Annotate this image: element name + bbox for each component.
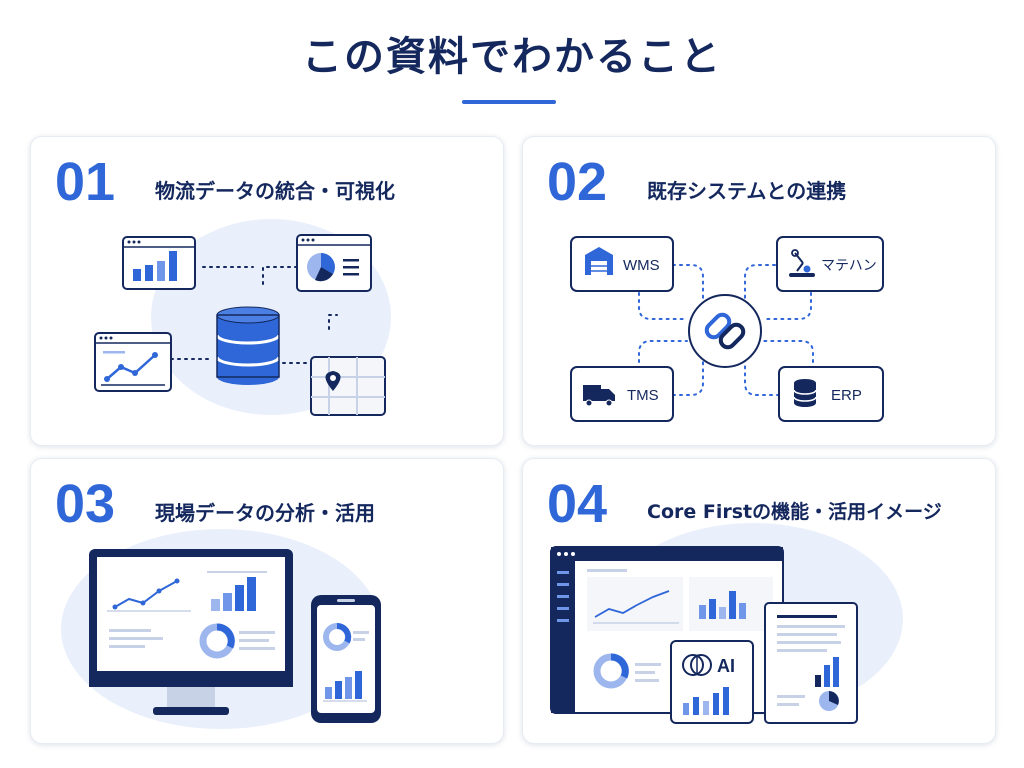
- node-material-handling: マテハン: [776, 236, 884, 292]
- system-integration-illustration: WMS マテハン TMS: [570, 236, 884, 422]
- node-label: ERP: [831, 387, 862, 404]
- card-title: Core Firstの機能・活用イメージ: [647, 501, 942, 523]
- report-document-icon: [764, 602, 858, 724]
- node-label: TMS: [627, 387, 659, 404]
- map-location-icon: [310, 356, 386, 416]
- node-label: WMS: [623, 257, 660, 274]
- database-icon: [215, 306, 281, 385]
- card-title: 既存システムとの連携: [647, 179, 847, 203]
- card-core-first-features: 04 Core Firstの機能・活用イメージ: [522, 458, 996, 744]
- line-chart-window-icon: [94, 332, 172, 392]
- node-erp: ERP: [778, 366, 884, 422]
- pie-chart-window-icon: [296, 234, 372, 292]
- core-first-illustration: AI: [550, 523, 903, 724]
- ai-label: AI: [717, 656, 735, 676]
- card-title: 現場データの分析・活用: [155, 501, 375, 525]
- analysis-illustration: [61, 529, 381, 729]
- card-system-integration: 02 既存システムとの連携: [522, 136, 996, 446]
- card-number: 01: [55, 152, 116, 212]
- card-number: 04: [547, 474, 608, 534]
- smartphone-dashboard-icon: [311, 595, 381, 723]
- page-title: この資料でわかること: [302, 34, 722, 80]
- node-label: マテハン: [821, 257, 877, 273]
- title-underline: [462, 100, 556, 104]
- node-wms: WMS: [570, 236, 674, 292]
- bar-chart-window-icon: [122, 236, 196, 290]
- card-data-integration: 01 物流データの統合・可視化: [30, 136, 504, 446]
- link-chain-icon: [688, 294, 762, 368]
- node-tms: TMS: [570, 366, 674, 422]
- card-number: 02: [547, 152, 608, 212]
- monitor-dashboard-icon: [89, 549, 293, 715]
- ai-analysis-card: AI: [670, 640, 754, 724]
- data-integration-illustration: [94, 219, 391, 416]
- card-number: 03: [55, 474, 116, 534]
- card-field-data-analysis: 03 現場データの分析・活用: [30, 458, 504, 744]
- card-title: 物流データの統合・可視化: [155, 179, 395, 203]
- brain-icon: [682, 654, 712, 676]
